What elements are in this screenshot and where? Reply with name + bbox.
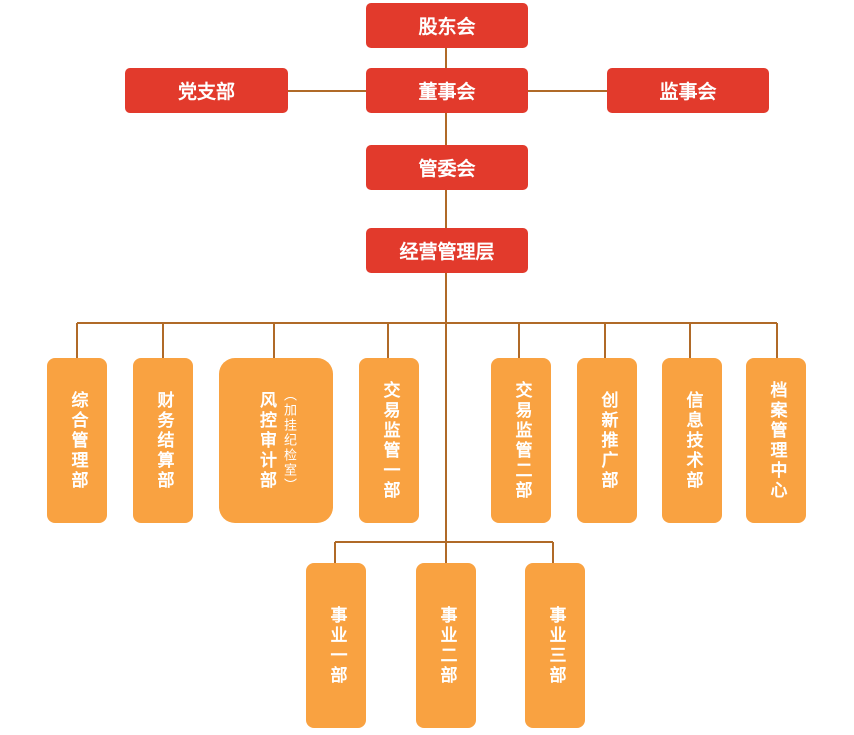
department-box: 档案管理中心 [746,358,806,523]
department-label: 交易监管二部 [511,380,532,501]
shareholders-box: 股东会 [366,3,528,48]
department-label: 综合管理部 [67,390,88,491]
management-committee-label: 管委会 [418,158,476,180]
department-box: 交易监管二部 [491,358,551,523]
business-unit-label: 事业三部 [545,605,566,686]
shareholders-label: 股东会 [418,16,476,38]
management-team-box: 经营管理层 [366,228,528,273]
business-unit-box: 事业三部 [525,563,585,728]
management-team-label: 经营管理层 [399,241,495,263]
department-label: 财务结算部 [153,390,174,491]
business-unit-box: 事业一部 [306,563,366,728]
management-committee-box: 管委会 [366,145,528,190]
party-branch-box: 党支部 [125,68,288,113]
business-unit-label: 事业一部 [326,605,347,686]
board-box: 董事会 [366,68,528,113]
department-box: 创新推广部 [577,358,637,523]
department-label: 信息技术部 [682,390,703,491]
department-label: 风控审计部 [256,390,276,491]
business-unit-box: 事业二部 [416,563,476,728]
department-label: 档案管理中心 [766,380,787,501]
department-box: 风控审计部 （加挂纪检室） [219,358,333,523]
supervisors-box: 监事会 [607,68,769,113]
department-note: （加挂纪检室） [281,388,296,493]
department-box: 财务结算部 [133,358,193,523]
supervisors-label: 监事会 [659,81,717,103]
department-label: 创新推广部 [597,390,618,491]
department-box: 综合管理部 [47,358,107,523]
business-unit-label: 事业二部 [436,605,457,686]
board-label: 董事会 [418,81,476,103]
department-box: 交易监管一部 [359,358,419,523]
department-box: 信息技术部 [662,358,722,523]
department-label: 交易监管一部 [379,380,400,501]
party-branch-label: 党支部 [177,81,235,103]
